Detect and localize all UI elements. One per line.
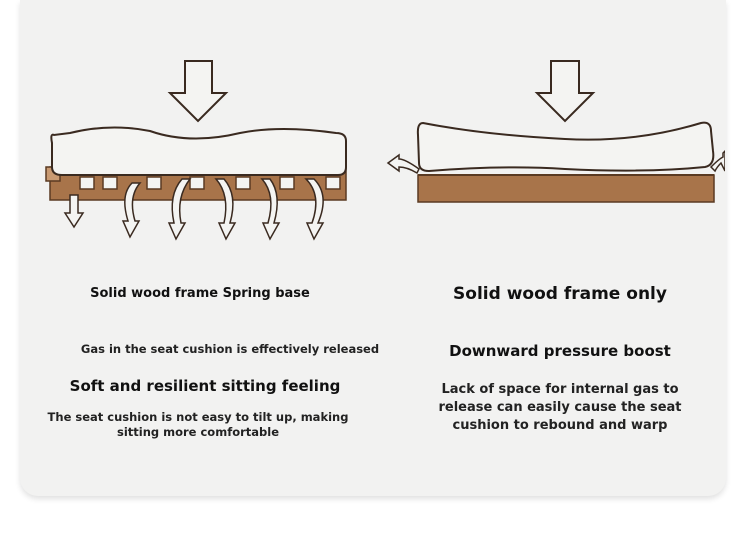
wood-only-diagram: [386, 60, 725, 203]
warped-cushion: [416, 121, 715, 173]
left-gas-release-text: Gas in the seat cushion is effectively r…: [80, 342, 380, 356]
down-arrow-icon: [534, 60, 596, 123]
left-comfort-text: The seat cushion is not easy to tilt up,…: [47, 410, 349, 439]
gas-release-arrows: [63, 178, 325, 241]
right-warp-text: Lack of space for internal gas to releas…: [438, 382, 682, 433]
comparison-card: [20, 0, 726, 496]
down-arrow-icon: [167, 60, 229, 123]
left-subheading: Soft and resilient sitting feeling: [69, 377, 341, 395]
spring-base-diagram: [45, 60, 347, 241]
spring-slots: [79, 176, 341, 190]
wood-block: [417, 174, 715, 203]
right-subheading: Downward pressure boost: [449, 342, 671, 360]
left-heading: Solid wood frame Spring base: [90, 286, 310, 301]
rebound-arrow-left-icon: [386, 153, 420, 175]
rebound-arrow-right-icon: [709, 149, 725, 173]
seat-cushion: [50, 126, 347, 176]
right-heading: Solid wood frame only: [453, 284, 667, 304]
